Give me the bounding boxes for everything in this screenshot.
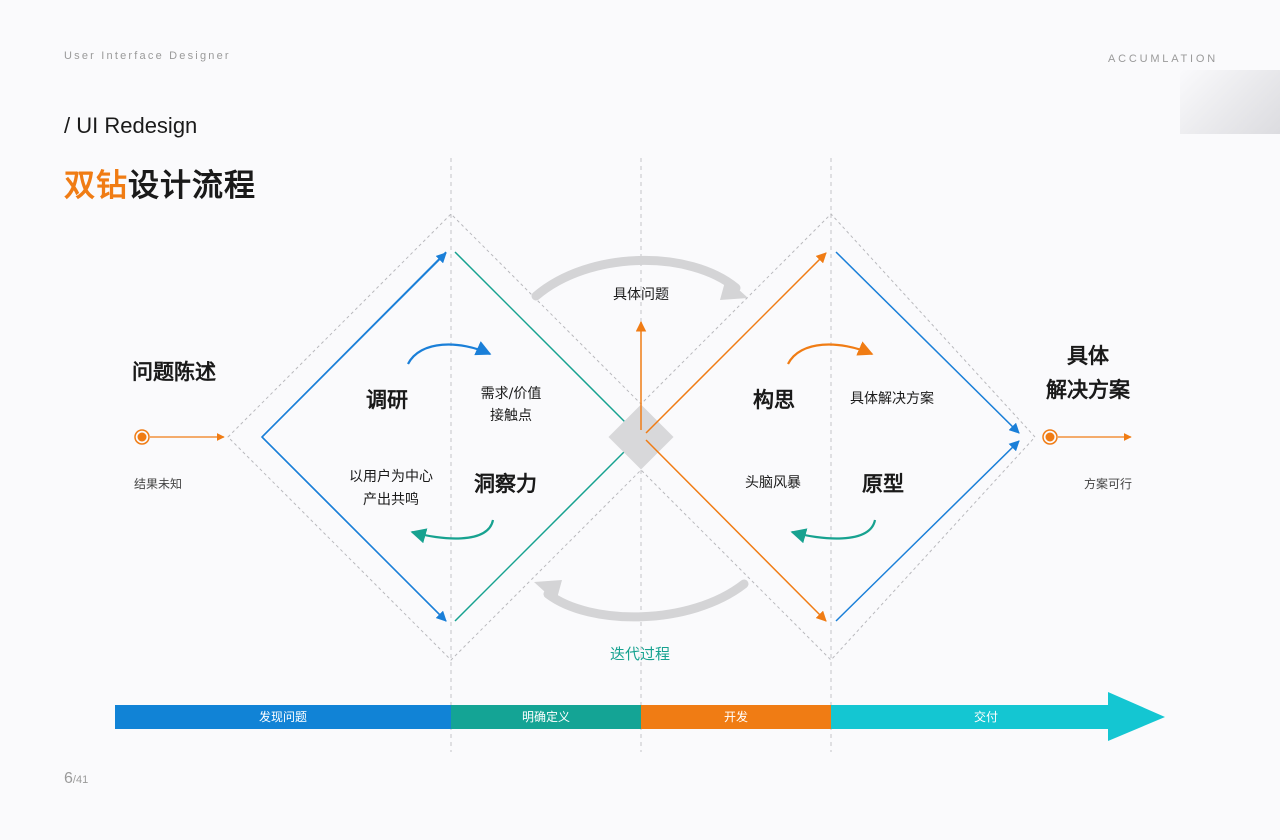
ideation-curve-arrow: [787, 341, 874, 365]
needs-line2: 接触点: [490, 408, 532, 424]
page-total: /41: [72, 774, 89, 786]
converge-arrow-left-bottom: [454, 439, 637, 622]
start-label: 问题陈述: [132, 360, 216, 384]
header-subtitle-right: ACCUMLATION: [1107, 53, 1218, 65]
phase-bar-arrowhead: [1108, 692, 1165, 741]
specific-problem-label: 具体问题: [613, 287, 669, 303]
empathy-line1: 以用户为中心: [349, 469, 433, 485]
end-label-line1: 具体: [1067, 344, 1109, 368]
section-label: / UI Redesign: [64, 113, 198, 138]
research-label: 调研: [366, 388, 408, 412]
iteration-arc-top: [531, 256, 741, 301]
iteration-arc-bottom-head: [534, 580, 562, 602]
iteration-arc-bottom: [543, 579, 749, 622]
end-label-line2: 解决方案: [1046, 378, 1130, 402]
start-dot-ring: [134, 429, 150, 445]
insight-label: 洞察力: [474, 472, 537, 496]
phase-label-deliver: 交付: [973, 710, 998, 724]
phase-bar-develop: [641, 705, 831, 729]
iteration-label: 迭代过程: [609, 645, 670, 663]
diverge-arrow-right-up: [645, 252, 827, 434]
insight-curve-arrow: [410, 519, 495, 544]
phase-label-develop: 开发: [723, 710, 748, 724]
converge-arrow-right-top: [835, 251, 1020, 434]
prototype-label: 原型: [862, 472, 904, 496]
page-number: 6/41: [64, 770, 88, 788]
prototype-curve-arrow: [790, 519, 877, 544]
end-dot-ring: [1042, 429, 1058, 445]
diverge-arrow-down: [261, 436, 447, 622]
phase-bar-discover: [115, 705, 451, 729]
phase-bar-define: [451, 705, 641, 729]
corner-decoration: [1180, 70, 1280, 134]
converge-arrow-right-bottom: [835, 440, 1020, 622]
solution-label: 具体解决方案: [850, 391, 934, 407]
page-current: 6: [64, 770, 73, 787]
title-accent: 双钻: [64, 168, 128, 204]
left-diamond-outer-line: [260, 251, 447, 622]
page-title: 双钻设计流程: [64, 160, 256, 205]
phase-label-discover: 发现问题: [258, 710, 307, 724]
end-dot: [1045, 432, 1055, 442]
title-rest: 设计流程: [128, 168, 256, 204]
research-curve-arrow: [407, 341, 492, 365]
ideation-label: 构思: [753, 388, 795, 412]
diamond-outlines: [227, 213, 1036, 661]
converge-arrow-left-top: [454, 251, 637, 434]
diverge-arrow-up: [261, 252, 447, 438]
outer-outline: [227, 213, 1036, 661]
needs-line1: 需求/价值: [480, 386, 542, 402]
start-dot: [137, 432, 147, 442]
diverge-arrow-right-down: [645, 439, 827, 622]
end-caption: 方案可行: [1084, 477, 1133, 491]
empathy-line2: 产出共鸣: [363, 492, 419, 508]
phase-label-define: 明确定义: [521, 710, 570, 724]
header-subtitle-left: User Interface Designer: [64, 50, 231, 62]
phase-bar-deliver: [831, 705, 1111, 729]
start-caption: 结果未知: [134, 477, 183, 491]
iteration-arc-top-head: [720, 278, 748, 300]
brainstorm-label: 头脑风暴: [745, 475, 801, 491]
